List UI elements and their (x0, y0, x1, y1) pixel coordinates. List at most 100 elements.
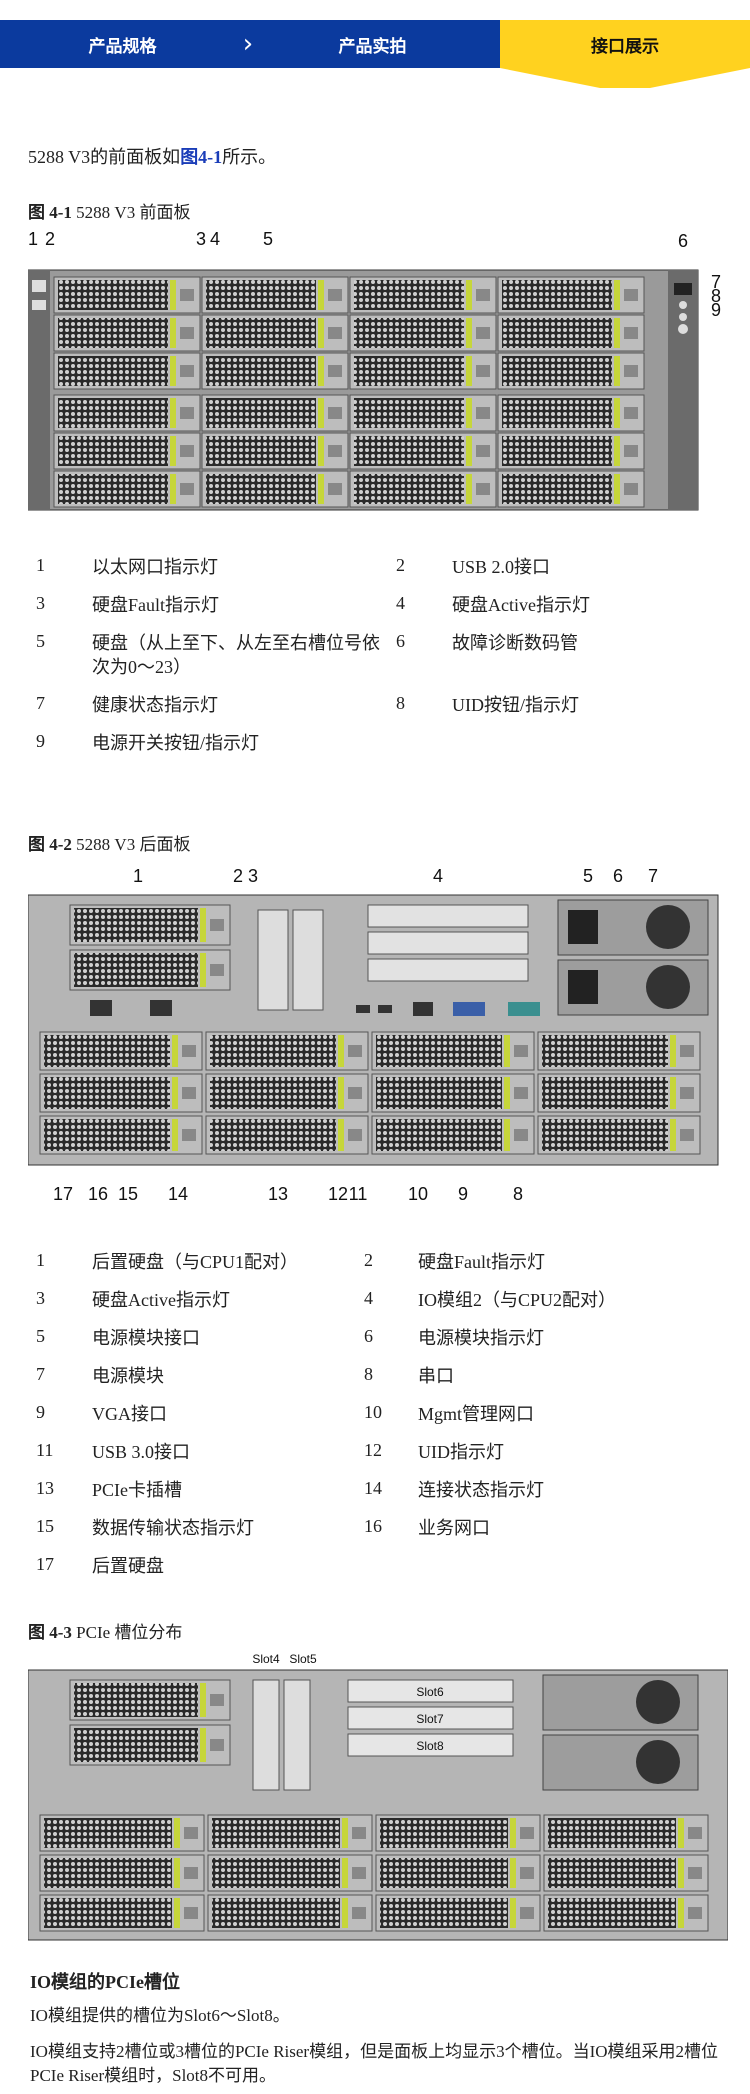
hard-drive (53, 432, 201, 470)
tab-bar: 产品规格 产品实拍 › 接口展示 (0, 20, 750, 88)
legend-text: 后置硬盘 (92, 1556, 164, 1576)
legend-number: 5 (36, 631, 45, 651)
pcie-slot (292, 909, 324, 1011)
right-ear (668, 270, 698, 510)
hard-drive (201, 432, 349, 470)
legend-text: 串口 (418, 1366, 454, 1386)
callout-9: 9 (711, 300, 721, 320)
hard-drive (371, 1073, 535, 1113)
callout-1: 1 (133, 866, 143, 886)
legend-number: 1 (36, 555, 45, 575)
legend-text: 电源模块 (92, 1366, 164, 1386)
legend-number: 2 (396, 555, 405, 575)
hard-drive (205, 1115, 369, 1155)
hard-drive (201, 394, 349, 432)
slot-label: Slot5 (289, 1652, 317, 1666)
tab-interfaces[interactable]: 接口展示 (500, 20, 750, 88)
hard-drive (497, 276, 645, 314)
slot4-bracket (252, 1679, 280, 1791)
legend-number: 15 (36, 1516, 54, 1536)
legend-text: USB 2.0接口 (452, 557, 551, 577)
legend-text: 数据传输状态指示灯 (92, 1518, 254, 1538)
hard-drive (207, 1814, 373, 1852)
hard-drive (497, 470, 645, 508)
tab-product-specs[interactable]: 产品规格 (0, 20, 245, 68)
callout-1: 1 (28, 229, 38, 249)
vga-port-icon (453, 1002, 485, 1016)
hard-drive (371, 1031, 535, 1071)
callout-4: 4 (433, 866, 443, 886)
power-socket-icon (568, 970, 598, 1004)
legend-number: 9 (36, 1402, 45, 1422)
hard-drive (349, 432, 497, 470)
legend-text: 硬盘Fault指示灯 (92, 595, 220, 615)
legend-text: 硬盘Active指示灯 (452, 595, 590, 615)
slot-label: Slot4 (252, 1652, 280, 1666)
callout-15: 15 (118, 1184, 138, 1204)
legend-number: 3 (36, 1288, 45, 1308)
hard-drive (543, 1894, 709, 1932)
legend-text: UID按钮/指示灯 (452, 695, 579, 715)
fan-icon (636, 1740, 680, 1784)
hard-drive (201, 314, 349, 352)
hard-drive (349, 470, 497, 508)
io-module-slot (367, 958, 529, 982)
usb-port-icon (378, 1005, 392, 1013)
mgmt-port-icon (413, 1002, 433, 1016)
hard-drive (201, 276, 349, 314)
legend-number: 4 (396, 593, 405, 613)
callout-6: 6 (613, 866, 623, 886)
legend-number: 1 (36, 1250, 45, 1270)
hard-drive (53, 276, 201, 314)
legend-number: 8 (364, 1364, 373, 1384)
slot-label: Slot7 (416, 1712, 444, 1726)
health-led-icon (679, 301, 687, 309)
hard-drive (39, 1115, 203, 1155)
legend-text: 硬盘（从上至下、从左至右槽位号依次为0～23） (92, 633, 380, 677)
hard-drive (205, 1073, 369, 1113)
hard-drive (53, 352, 201, 390)
hard-drive (53, 470, 201, 508)
hard-drive (39, 1031, 203, 1071)
hard-drive (371, 1115, 535, 1155)
callout-13: 13 (268, 1184, 288, 1204)
callout-3: 3 (196, 229, 206, 249)
callout-9: 9 (458, 1184, 468, 1204)
fan-icon (646, 905, 690, 949)
legend-number: 14 (364, 1478, 382, 1498)
hard-drive (543, 1854, 709, 1892)
hard-drive (537, 1073, 701, 1113)
legend-text: 电源模块接口 (92, 1328, 200, 1348)
legend-number: 10 (364, 1402, 382, 1422)
serial-port-icon (508, 1002, 540, 1016)
diag-display-icon (674, 283, 692, 295)
section-paragraph-2: IO模组支持2槽位或3槽位的PCIe Riser模组，但是面板上均显示3个槽位。… (30, 2042, 719, 2085)
legend-text: 硬盘Active指示灯 (92, 1290, 230, 1310)
legend-number: 5 (36, 1326, 45, 1346)
hard-drive (497, 352, 645, 390)
legend-text: 后置硬盘（与CPU1配对） (92, 1252, 299, 1272)
left-ear (28, 270, 50, 510)
hard-drive (201, 470, 349, 508)
callout-10: 10 (408, 1184, 428, 1204)
slot5-bracket (283, 1679, 311, 1791)
hard-drive (39, 1854, 205, 1892)
legend-text: 故障诊断数码管 (452, 633, 578, 653)
fig-link[interactable]: 图4-1 (180, 147, 223, 167)
hard-drive (69, 1679, 231, 1721)
legend-number: 8 (396, 693, 405, 713)
section-paragraph-1: IO模组提供的槽位为Slot6～Slot8。 (30, 2006, 290, 2025)
tab-product-photos[interactable]: 产品实拍 (245, 20, 500, 68)
legend-text: Mgmt管理网口 (418, 1404, 535, 1424)
hard-drive (349, 352, 497, 390)
hard-drive (201, 352, 349, 390)
callout-12: 12 (328, 1184, 348, 1204)
legend-number: 17 (36, 1554, 54, 1574)
pcie-slot (257, 909, 289, 1011)
callout-5: 5 (583, 866, 593, 886)
legend-text: 连接状态指示灯 (418, 1480, 544, 1500)
fig2-caption: 图 4-2 5288 V3 后面板 (28, 835, 191, 854)
